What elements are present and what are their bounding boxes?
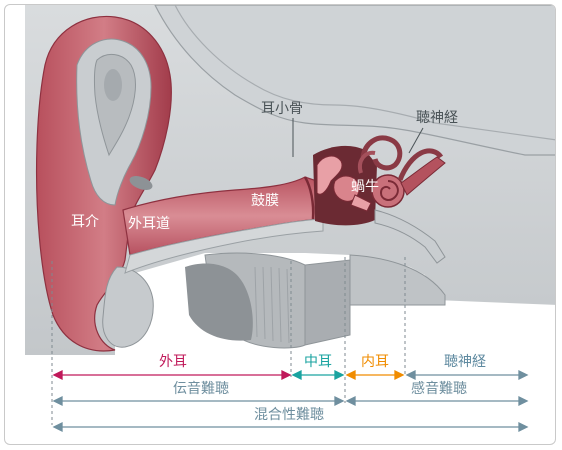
middle-ear-arrow bbox=[291, 369, 345, 381]
ear-canal-label: 外耳道 bbox=[128, 216, 170, 232]
anatomy-labels: 耳介 外耳道 鼓膜 耳小骨 蝸牛 聴神経 bbox=[71, 101, 458, 232]
auditory-nerve-label: 聴神経 bbox=[416, 110, 458, 126]
sensorineural-loss-arrow bbox=[345, 395, 529, 407]
conductive-loss-label: 伝音難聴 bbox=[173, 380, 229, 397]
ear-illustration bbox=[25, 5, 555, 355]
sensorineural-loss-label: 感音難聴 bbox=[411, 380, 467, 397]
inner-ear-arrow bbox=[345, 369, 405, 381]
nerve-arrow bbox=[405, 369, 529, 381]
mixed-loss-arrow bbox=[52, 421, 529, 433]
nerve-leader-line bbox=[408, 127, 424, 154]
ossicles-label: 耳小骨 bbox=[261, 101, 303, 117]
section-labels: 外耳 中耳 内耳 聴神経 bbox=[159, 354, 486, 370]
eardrum-label: 鼓膜 bbox=[251, 193, 279, 209]
outer-ear-arrow bbox=[52, 369, 292, 381]
diagram-frame: 耳介 外耳道 鼓膜 耳小骨 蝸牛 聴神経 外耳 中耳 内耳 聴神経 bbox=[4, 4, 556, 445]
ear-anatomy-diagram: 耳介 外耳道 鼓膜 耳小骨 蝸牛 聴神経 外耳 中耳 内耳 聴神経 bbox=[25, 5, 555, 433]
middle-ear-section-label: 中耳 bbox=[304, 354, 332, 370]
section-arrows bbox=[52, 369, 529, 381]
conductive-loss-arrow bbox=[52, 395, 345, 407]
pinna-label: 耳介 bbox=[71, 214, 99, 230]
mixed-loss-label: 混合性難聴 bbox=[254, 407, 324, 423]
outer-ear-section-label: 外耳 bbox=[159, 354, 187, 370]
inner-ear-section-label: 内耳 bbox=[361, 354, 389, 370]
nerve-section-label: 聴神経 bbox=[444, 354, 486, 370]
cochlea-label: 蝸牛 bbox=[351, 179, 379, 195]
section-dividers bbox=[51, 257, 406, 425]
hearing-loss-brackets: 伝音難聴 感音難聴 混合性難聴 bbox=[52, 380, 529, 433]
